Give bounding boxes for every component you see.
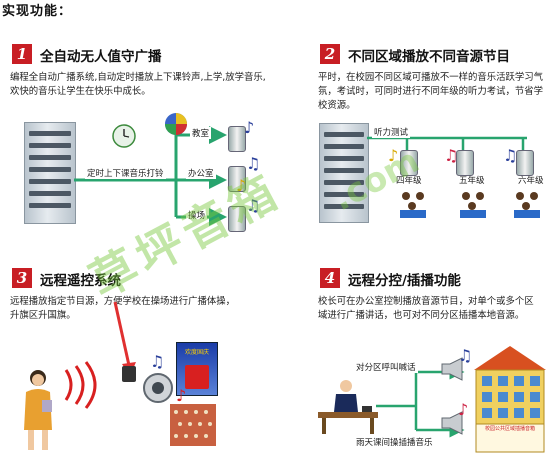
amplifier-rack-icon <box>319 123 369 223</box>
paging-horn-icon <box>441 357 463 381</box>
principal-at-desk-icon <box>318 380 378 434</box>
grade6-label: 六年级 <box>518 176 544 186</box>
person-with-remote-icon <box>24 370 52 450</box>
poster-text: 欢度国庆 <box>184 349 209 356</box>
music-note-icon: ♪ <box>236 176 247 195</box>
office-speaker-icon <box>228 166 246 192</box>
music-note-icon: ♫ <box>444 146 459 165</box>
music-note-icon: ♫ <box>246 154 261 173</box>
festival-poster-icon: 欢度国庆 <box>176 342 218 396</box>
rainy-day-music-label: 雨天课间操插播音乐 <box>354 436 435 448</box>
playground-speaker-icon <box>228 206 246 232</box>
section-1-arrows <box>74 126 227 226</box>
section-3-number: 3 <box>12 268 32 288</box>
timed-bell-label: 定时上下课音乐打铃 <box>85 167 166 179</box>
music-note-icon: ♫ <box>458 346 473 365</box>
music-note-icon: ♫ <box>246 196 261 215</box>
section-3-title: 远程遥控系统 <box>40 273 121 289</box>
grade4-label: 四年级 <box>396 176 422 186</box>
section-2-description: 平时，在校园不同区域可播放不一样的音乐活跃学习气氛，考试时，可同时进行不同年级的… <box>318 72 544 111</box>
music-note-icon: ♪ <box>388 146 399 165</box>
section-4-number: 4 <box>320 268 340 288</box>
grade6-speaker-icon <box>516 150 534 176</box>
section-1-description: 编程全自动广播系统,自动定时播放上下课铃声,上学,放学音乐,欢快的音乐让学生在快… <box>10 72 266 97</box>
clock-icon <box>112 124 136 148</box>
grade4-speaker-icon <box>400 150 418 176</box>
section-4-description: 校长可在办公室控制播放音源节目，对单个或多个区域进行广播讲话，也可对不同分区插播… <box>318 296 534 321</box>
zone-paging-label: 对分区呼叫喊话 <box>354 361 418 373</box>
music-note-icon: ♪ <box>176 386 187 405</box>
music-note-icon: ♫ <box>150 352 165 371</box>
music-horn-icon <box>441 411 463 435</box>
horn-speaker-icon <box>143 373 173 403</box>
section-4-title: 远程分控/插播功能 <box>348 273 461 289</box>
zone-classroom-label: 教室 <box>190 127 212 139</box>
listening-test-label: 听力测试 <box>372 126 411 138</box>
school-building-icon: 校园公共区域插播音箱 <box>474 346 546 453</box>
students-icon <box>400 192 540 218</box>
grade5-speaker-icon <box>456 150 474 176</box>
music-ball-icon <box>165 113 187 135</box>
section-1-number: 1 <box>12 44 32 64</box>
zone-playground-label: 操场 <box>186 209 208 221</box>
music-note-icon: ♪ <box>458 400 469 419</box>
exercise-crowd-icon <box>170 404 216 446</box>
section-2-number: 2 <box>320 44 340 64</box>
receiver-module-icon <box>122 366 136 382</box>
amplifier-rack-icon <box>24 122 76 224</box>
building-sign-label: 校园公共区域插播音箱 <box>484 426 535 432</box>
wireless-signal-icon <box>64 361 97 409</box>
classroom-speaker-icon <box>228 126 246 152</box>
music-note-icon: ♪ <box>244 118 255 137</box>
section-2-title: 不同区域播放不同音源节目 <box>348 49 510 65</box>
page-title: 实现功能： <box>2 4 73 19</box>
music-note-icon: ♫ <box>503 146 518 165</box>
section-3-description: 远程播放指定节目源，方便学校在操场进行广播体操，升旗区升国旗。 <box>10 296 236 321</box>
section-1-title: 全自动无人值守广播 <box>40 49 162 65</box>
zone-office-label: 办公室 <box>186 167 216 179</box>
grade5-label: 五年级 <box>459 176 485 186</box>
